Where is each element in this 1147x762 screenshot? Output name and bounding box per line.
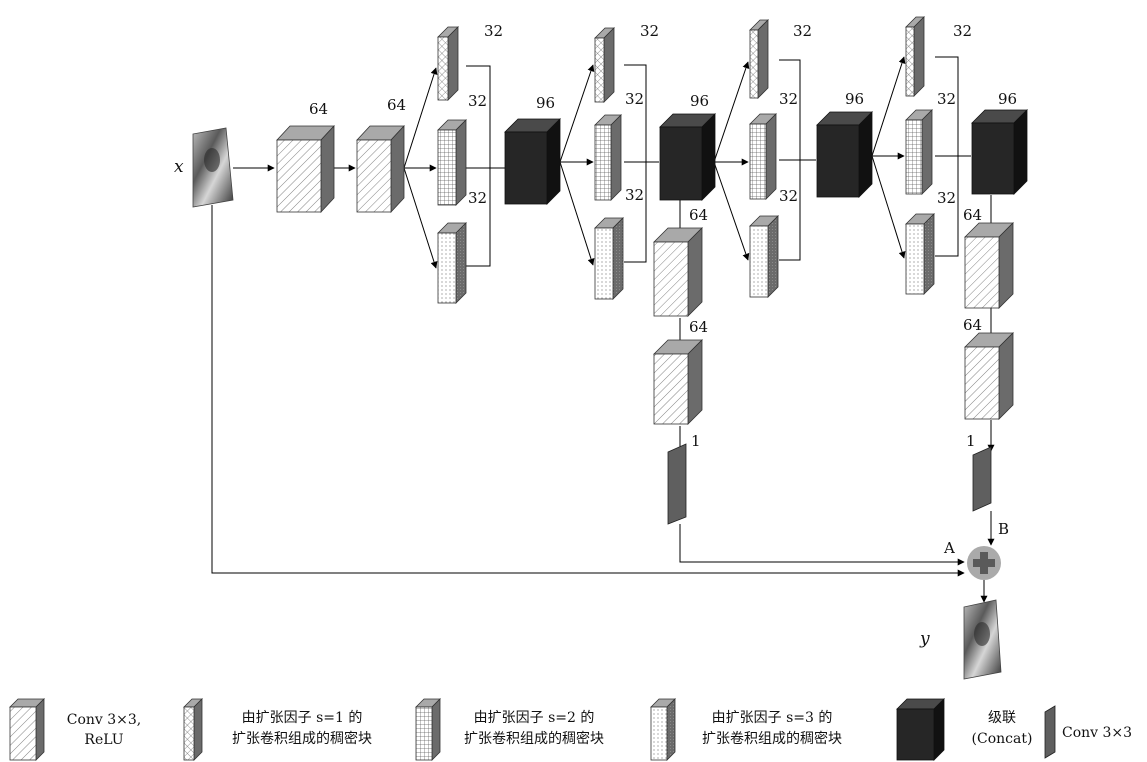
diagram-labels: x y 64 64 32 32 32 96 32 32 32 96 32 32 …: [174, 22, 1017, 649]
channel-label: 1: [966, 432, 976, 450]
channel-label: 32: [640, 22, 659, 40]
channel-label: 96: [998, 90, 1017, 108]
channel-label: 32: [625, 90, 644, 108]
channel-label: 32: [953, 22, 972, 40]
sum-input-a-label: A: [943, 539, 955, 557]
legend-label: ReLU: [84, 732, 123, 748]
concat-block: [971, 109, 1028, 195]
legend-label: 由扩张因子 s=2 的: [474, 710, 595, 726]
conv-relu-block: [653, 227, 703, 317]
conv-relu-block: [964, 332, 1014, 420]
channel-label: 64: [309, 100, 328, 118]
legend-label: 级联: [988, 710, 1016, 726]
channel-label: 96: [536, 94, 555, 112]
channel-label: 64: [963, 206, 982, 224]
dilated-block-s3: [437, 222, 467, 304]
channel-label: 64: [689, 318, 708, 336]
legend: Conv 3×3, ReLU 由扩张因子 s=1 的 扩张卷积组成的稠密块 由扩…: [9, 698, 1132, 761]
conv-relu-block: [356, 124, 405, 214]
conv-relu-block: [276, 124, 335, 214]
conv-block: [667, 443, 687, 525]
dilated-block-s1: [905, 16, 925, 97]
input-image: [192, 127, 234, 208]
channel-label: 32: [468, 189, 487, 207]
channel-label: 32: [793, 22, 812, 40]
channel-label: 96: [845, 90, 864, 108]
channel-label: 32: [779, 90, 798, 108]
dilated-block-s1: [437, 26, 459, 101]
channel-label: 32: [937, 90, 956, 108]
dilated-block-s1: [749, 19, 769, 99]
channel-label: 64: [689, 206, 708, 224]
channel-label: 64: [387, 96, 406, 114]
dilated-block-s3: [749, 215, 779, 298]
legend-label: 由扩张因子 s=3 的: [712, 710, 833, 726]
concat-block: [504, 118, 561, 205]
channel-label: 1: [691, 432, 701, 450]
channel-label: 32: [937, 189, 956, 207]
dilated-block-s2: [905, 109, 933, 195]
channel-label: 32: [625, 186, 644, 204]
input-label: x: [174, 157, 184, 177]
legend-swatch-concat: [896, 698, 945, 761]
channel-label: 32: [779, 187, 798, 205]
concat-block: [816, 111, 873, 198]
channel-label: 64: [963, 316, 982, 334]
conv-block: [972, 446, 992, 512]
legend-swatch-conv-relu: [9, 698, 45, 761]
channel-label: 32: [468, 92, 487, 110]
dilated-block-s2: [594, 114, 622, 201]
dilated-block-s2: [437, 119, 467, 206]
legend-label: 扩张卷积组成的稠密块: [464, 730, 604, 747]
sum-input-b-label: B: [998, 520, 1009, 538]
legend-label: 扩张卷积组成的稠密块: [232, 730, 372, 747]
legend-label: (Concat): [972, 731, 1033, 747]
legend-label: Conv 3×3: [1062, 725, 1132, 741]
output-image: [963, 599, 1002, 680]
dilated-block-s2: [749, 113, 777, 200]
dilated-block-s3: [905, 213, 935, 295]
concat-block: [659, 113, 716, 201]
channel-label: 32: [484, 22, 503, 40]
dilated-block-s1: [594, 27, 615, 103]
conv-relu-block: [653, 339, 703, 425]
sum-node: [967, 546, 1001, 580]
conv-relu-block: [964, 222, 1014, 309]
legend-swatch-dilated-s3: [650, 698, 676, 761]
legend-label: 扩张卷积组成的稠密块: [702, 730, 842, 747]
output-label: y: [919, 629, 930, 649]
legend-label: Conv 3×3,: [67, 712, 142, 728]
legend-label: 由扩张因子 s=1 的: [242, 710, 363, 726]
dilated-block-s3: [594, 217, 624, 300]
legend-swatch-dilated-s2: [415, 698, 441, 761]
legend-swatch-dilated-s1: [183, 698, 203, 761]
channel-label: 96: [690, 92, 709, 110]
legend-swatch-conv: [1044, 705, 1056, 759]
